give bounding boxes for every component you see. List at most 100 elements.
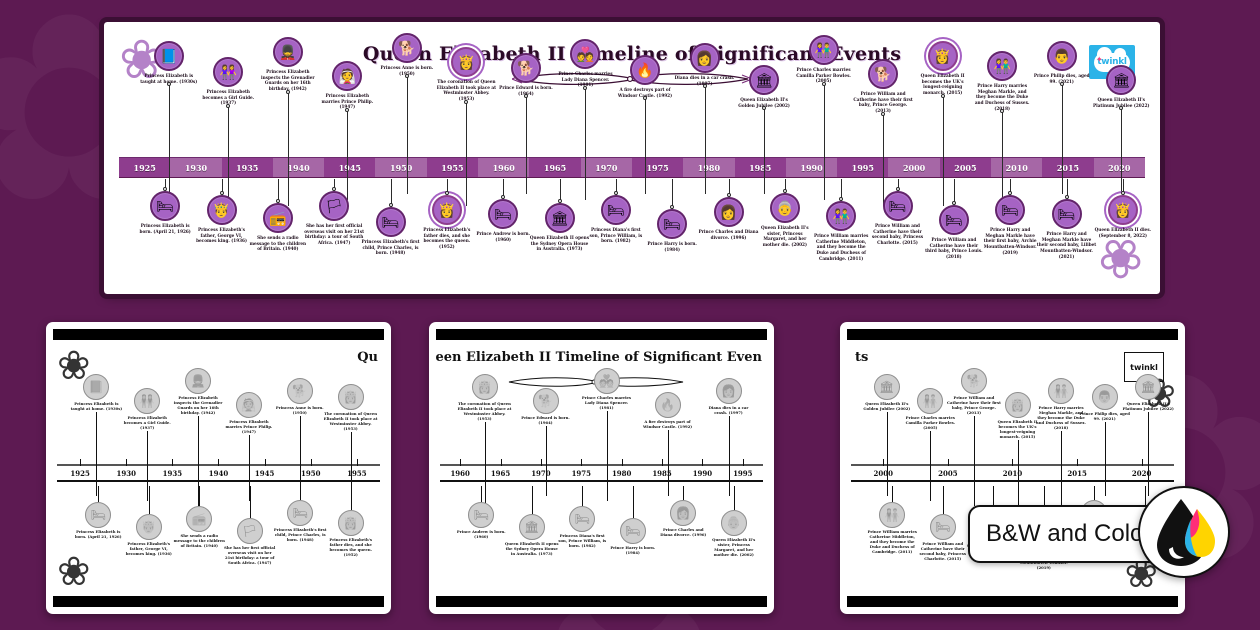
event-connector-dot [1119, 106, 1124, 111]
timeline-event[interactable]: 🤴Princess Elizabeth's father, George VI,… [191, 179, 253, 244]
timeline-event[interactable]: 👫Prince William marries Catherine Middle… [810, 179, 872, 261]
preview-timeline-event[interactable]: 👩Prince Charles and Diana divorce. (1996… [656, 486, 710, 538]
preview-timeline-event[interactable]: 🐕Prince William and Catherine have their… [947, 368, 1001, 506]
preview-timeline-event[interactable]: 👭Princess Elizabeth becomes a Girl Guide… [120, 388, 174, 501]
timeline-event[interactable]: 👩Prince Charles and Diana divorce. (1996… [698, 179, 760, 240]
timeline-event[interactable]: 👩Diana dies in a car crash. (1997) [674, 43, 736, 195]
preview-timeline-event[interactable]: 👸The coronation of Queen Elizabeth II to… [324, 384, 378, 506]
preview-timeline-event[interactable]: 👫Prince Harry marries Meghan Markle, and… [1034, 378, 1088, 511]
timeline-event[interactable]: 👸The coronation of Queen Elizabeth II to… [435, 47, 497, 206]
preview-canvas: ueen Elizabeth II Timeline of Significan… [436, 329, 767, 607]
preview-timeline-event[interactable]: 🔥A fire destroys part of Windsor Castle.… [641, 392, 695, 496]
preview-timeline-event[interactable]: 🛏Prince Andrew is born. (1960) [454, 486, 508, 540]
preview-timeline-event[interactable]: 🏳She has her first official overseas vis… [223, 486, 277, 566]
preview-timeline-event[interactable]: 🐕Prince Edward is born. (1964) [519, 388, 573, 496]
preview-timeline-event[interactable]: 🛏Princess Diana's first son, Prince Will… [555, 486, 609, 549]
preview-timeline-event[interactable]: 👰Princess Elizabeth marries Prince Phili… [222, 392, 276, 501]
timeline-event[interactable]: 👰Princess Elizabeth marries Prince Phili… [316, 61, 378, 201]
timeline-event[interactable]: 🛏Prince William and Catherine have their… [867, 179, 929, 246]
timeline-event[interactable]: 🏳She has her first official overseas vis… [303, 179, 365, 246]
timeline-event[interactable]: 👭Princess Elizabeth becomes a Girl Guide… [197, 57, 259, 201]
timeline-event[interactable]: 🐕Prince Edward is born. (1964) [495, 53, 557, 195]
timeline-event[interactable]: 🛏Prince Andrew is born. (1960) [472, 179, 534, 242]
event-label: The coronation of Queen Elizabeth II too… [436, 79, 497, 102]
event-connector-line [1002, 111, 1004, 212]
timeline-event[interactable]: 📘Princess Elizabeth is taught at home. (… [138, 41, 200, 195]
timeline-event[interactable]: 👫Prince Charles marries Camilla Parker B… [793, 35, 855, 201]
books-icon: 📘 [83, 374, 110, 400]
timeline-event[interactable]: 🛏Princess Elizabeth's first child, Princ… [360, 179, 422, 256]
preview-event-label: Princess Diana's first son, Prince Willi… [558, 533, 607, 548]
preview-timeline-event[interactable]: 🛏Prince William and Catherine have their… [916, 486, 970, 562]
preview-timeline-event[interactable]: 🏛Queen Elizabeth II opens the Sydney Ope… [504, 486, 559, 557]
timeline-event[interactable]: 👵Queen Elizabeth II's sister, Princess M… [754, 179, 816, 248]
timeline-event[interactable]: 🏛Queen Elizabeth II's Platinum Jubilee (… [1090, 65, 1152, 195]
timeline-event[interactable]: 👸Queen Elizabeth II becomes the UK's lon… [912, 41, 974, 206]
main-timeline-poster[interactable]: ❀ ❀ Queen Elizabeth II Timeline of Signi… [99, 17, 1165, 299]
preview-connector-line [1148, 411, 1150, 496]
king-george-icon: 🤴 [135, 514, 162, 540]
event-label: Princess Elizabeth's first child, Prince… [361, 239, 420, 256]
event-connector-line [165, 179, 167, 191]
timeline-event[interactable]: 🛏Princess Diana's first son, Prince Will… [585, 179, 647, 244]
preview-timeline-event[interactable]: 👨Prince Philip dies, aged 99. (2021) [1078, 384, 1132, 496]
preview-timeline-event[interactable]: 👸The coronation of Queen Elizabeth II to… [458, 374, 512, 506]
preview-timeline-event[interactable]: 💑Prince Charles marries Lady Diana Spenc… [580, 368, 634, 501]
preview-timeline-event[interactable]: 📘Princess Elizabeth is taught at home. (… [69, 374, 123, 496]
crowned-queen-icon: 👸 [1004, 392, 1031, 418]
preview-event-label: Prince Andrew is born. (1960) [456, 529, 506, 539]
preview-timeline-event[interactable]: 🤴Princess Elizabeth's father, George VI,… [122, 486, 176, 557]
event-label: Prince William marries Catherine Middlet… [813, 233, 869, 261]
twinkl-wordmark: twinkl [1097, 57, 1127, 67]
timeline-event[interactable]: 🛏Prince Harry and Meghan Markle have the… [979, 179, 1041, 255]
preview-timeline-event[interactable]: 🛏Prince Harry is born. (1984) [606, 486, 660, 556]
preview-timeline-event[interactable]: 🏛Queen Elizabeth II's Golden Jubilee (20… [860, 374, 914, 496]
timeline-event[interactable]: 🏛Queen Elizabeth II's Golden Jubilee (20… [733, 65, 795, 195]
preview-connector-line [930, 430, 932, 501]
preview-timeline-event[interactable]: 🛏Princess Elizabeth's first child, Princ… [273, 486, 327, 543]
axis-year-2020: 2020 [1093, 158, 1145, 177]
timeline-event[interactable]: 👫Prince Harry marries Meghan Markle, and… [971, 51, 1033, 212]
preview-event-label: Queen Elizabeth II's sister, Princess Ma… [712, 537, 756, 557]
preview-timeline-event[interactable]: 👫Prince William marries Catherine Middle… [865, 486, 919, 555]
timeline-event[interactable]: 🔥A fire destroys part of Windsor Castle.… [614, 55, 676, 195]
timeline-event[interactable]: 📻She sends a radio message to the childr… [247, 179, 309, 252]
axis-year-1985: 1985 [749, 162, 772, 173]
timeline-event[interactable]: 🛏Princess Elizabeth is born. (April 21, … [134, 179, 196, 234]
timeline-event[interactable]: 🐕Princess Anne is born. (1950) [376, 33, 438, 195]
timeline-event[interactable]: 🛏Prince Harry and Meghan Markle have the… [1036, 179, 1098, 259]
preview-timeline-event[interactable]: 💂Princess Elizabeth inspects the Grenadi… [171, 368, 225, 506]
preview-card-middle[interactable]: ueen Elizabeth II Timeline of Significan… [429, 322, 774, 614]
event-connector-line [1121, 108, 1123, 195]
preview-timeline-event[interactable]: 🛏Princess Elizabeth is born. (April 21, … [71, 486, 125, 540]
preview-timeline-event[interactable]: 🐕Princess Anne is born. (1950) [273, 378, 327, 496]
preview-timeline-event[interactable]: 👸Queen Elizabeth II becomes the UK's lon… [991, 392, 1045, 506]
timeline-event[interactable]: 👸Queen Elizabeth II dies. (September 8, … [1092, 179, 1153, 238]
event-connector-line [1066, 179, 1068, 199]
page-title: Queen Elizabeth II Timeline of Significa… [362, 43, 902, 65]
timeline-event[interactable]: 🛏Prince William and Catherine have their… [923, 179, 985, 260]
event-connector-dot [643, 96, 647, 101]
timeline-event[interactable]: 🛏Prince Harry is born. (1984) [641, 179, 703, 252]
timeline-event[interactable]: 🏛Queen Elizabeth II opens the Sydney Ope… [529, 179, 591, 252]
preview-event-label: Queen Elizabeth II opens the Sydney Oper… [504, 541, 559, 556]
event-label: Queen Elizabeth II's Platinum Jubilee (2… [1092, 97, 1150, 108]
timeline-event[interactable]: 🐕Prince William and Catherine have their… [852, 59, 914, 206]
preview-timeline-event[interactable]: 📻She sends a radio message to the childr… [172, 486, 226, 549]
preview-connector-line [606, 410, 608, 501]
timeline-event[interactable]: 💂Princess Elizabeth inspects the Grenadi… [257, 37, 319, 206]
preview-timeline-event[interactable]: 👩Diana dies in a car crash. (1997) [702, 378, 756, 496]
timeline-event[interactable]: 💑Prince Charles marries Lady Diana Spenc… [554, 39, 616, 201]
axis-year-1995: 1995 [851, 162, 874, 173]
timeline-event[interactable]: 👸Princess Elizabeth's father dies, and s… [416, 179, 478, 250]
preview-timeline-event[interactable]: 🏛Queen Elizabeth II's Platinum Jubilee (… [1121, 374, 1175, 496]
preview-timeline-event[interactable]: 👵Queen Elizabeth II's sister, Princess M… [707, 486, 761, 558]
preview-timeline-event[interactable]: 👸Princess Elizabeth's father dies, and s… [324, 486, 378, 558]
axis-year-1955: 1955 [441, 162, 464, 173]
event-connector-line [883, 113, 885, 206]
preview-timeline-event[interactable]: 👫Prince Charles marries Camilla Parker B… [903, 388, 957, 501]
cradle-icon: 🛏 [287, 500, 314, 526]
timeline-event[interactable]: 👨Prince Philip dies, aged 99. (2021) [1031, 41, 1093, 195]
